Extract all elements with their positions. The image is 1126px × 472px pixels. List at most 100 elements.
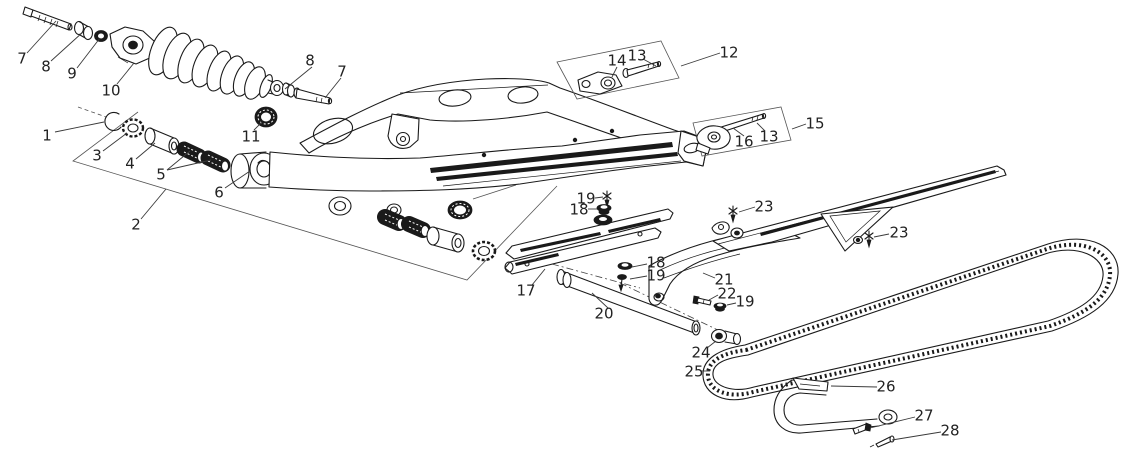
axis-dash-right [619,282,723,333]
callout-leader [531,268,546,286]
callout-label: 22 [717,285,736,303]
chain-guard [712,165,1007,252]
callout-label: 9 [67,65,77,83]
callout-23: 23 [738,198,774,216]
construction-lines [72,106,723,333]
callout-leader [116,62,135,85]
callout-leader [166,159,212,171]
bolt-13-upper [622,61,662,79]
callout-label: 19 [646,267,665,285]
seal-ring-lower [471,240,497,262]
callout-1: 1 [42,121,105,145]
callout-21: 21 [702,271,734,289]
nut-18-mid [617,262,633,270]
callout-3: 3 [92,132,128,165]
callout-6: 6 [214,170,251,202]
callout-14: 14 [607,52,627,78]
callout-22: 22 [708,285,737,303]
screw-19-mid [617,274,627,293]
front-opening [312,117,354,145]
callout-label: 13 [759,128,778,146]
chain-slider-17 [504,208,674,275]
bridge-edge [399,84,549,94]
chain-slider-26 [773,377,898,434]
needle-bearing-lower-2 [401,216,431,238]
callout-leader [891,431,942,441]
pivot-tube [230,151,279,189]
callout-label: 5 [156,166,166,184]
callout-9: 9 [67,37,101,83]
screw-28 [869,435,895,448]
callout-19: 19 [726,293,755,311]
callout-label: 10 [101,82,120,100]
callout-4: 4 [125,142,156,173]
bolt-27 [852,422,872,435]
nut-19-bottom [713,302,727,312]
axis-dash-left [77,106,107,118]
callout-leader [706,340,717,349]
callout-5: 5 [156,150,212,184]
detail-box-15 [692,106,792,157]
callout-leader [284,66,313,90]
guide-mount-ear [711,221,730,235]
callout-12: 12 [680,44,739,67]
kit-boundary-upper [72,111,558,281]
callout-leader [732,127,745,137]
dust-cap-lower [447,200,473,220]
callout-leader [594,196,604,199]
shock-body [109,26,285,100]
callout-label: 18 [646,254,665,272]
shock-upper-spacer [73,20,94,41]
linkage-boss-1 [328,196,352,216]
bracket-14 [577,71,623,95]
shock-mount-clevis [387,113,420,149]
shock-absorber-assembly [22,6,333,128]
seal-ring-upper [121,118,145,138]
nut-18-top [596,204,612,215]
callout-leader [830,385,878,388]
callout-27: 27 [869,407,934,429]
callout-label: 12 [719,44,738,62]
callout-leader [869,416,916,429]
callout-label: 11 [241,128,260,146]
callout-label: 2 [131,216,141,234]
callout-leader [224,170,251,189]
callout-label: 4 [125,155,135,173]
callout-leader [135,142,156,160]
bridge-hole-1 [438,89,472,107]
callout-15: 15 [791,115,825,133]
callout-18: 18 [569,201,597,219]
callout-leader [726,302,737,306]
chain-guide-21 [648,221,801,306]
callout-leader [102,132,128,152]
shock-upper-bolt [22,6,73,31]
swingarm [230,78,708,217]
callout-leader [166,150,191,171]
callout-label: 14 [607,52,626,70]
bracket-16 [695,125,731,155]
callout-8: 8 [41,31,84,76]
callout-label: 13 [627,47,646,65]
callout-label: 19 [576,190,595,208]
callout-label: 23 [754,198,773,216]
callout-label: 20 [594,305,613,323]
callout-label: 1 [42,127,52,145]
callout-leader [756,122,766,132]
shock-lower-bolt [293,87,333,105]
callout-label: 28 [940,422,959,440]
callout-28: 28 [891,422,960,441]
circlip [104,111,122,131]
callout-19: 19 [576,190,604,208]
callout-24: 24 [691,340,717,362]
spacer-24 [710,328,742,346]
callout-11: 11 [241,121,263,146]
callout-label: 16 [734,133,753,151]
callout-label: 7 [337,63,347,81]
shock-lower-eye [269,79,285,97]
callout-leader [50,31,84,62]
callout-7: 7 [324,63,347,99]
callout-leader [611,66,618,78]
